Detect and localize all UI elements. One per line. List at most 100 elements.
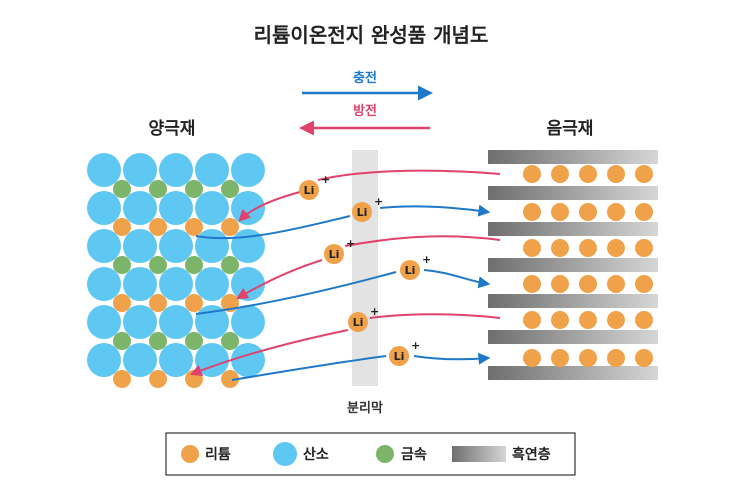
- intercalated-lithium-atom: [579, 275, 597, 293]
- lithium-ion-body: [299, 180, 319, 200]
- metal-atom: [185, 256, 203, 274]
- legend-box: [165, 432, 576, 476]
- lithium-ion-charge: +: [374, 195, 383, 208]
- lithium-ion-charge: +: [411, 339, 420, 352]
- graphite-layer: [488, 294, 658, 308]
- metal-atom: [149, 256, 167, 274]
- oxygen-atom: [87, 305, 121, 339]
- intercalated-lithium-atom: [607, 311, 625, 329]
- intercalated-lithium-atom: [607, 239, 625, 257]
- lithium-ion: Li+: [299, 173, 330, 200]
- intercalated-lithium-atom: [607, 275, 625, 293]
- charge-path: [423, 269, 491, 289]
- intercalated-lithium-atom: [635, 239, 653, 257]
- intercalated-lithium-atom: [607, 165, 625, 183]
- graphite-layer: [488, 222, 658, 236]
- metal-legend-swatch: [376, 445, 394, 463]
- oxygen-atom: [159, 191, 193, 225]
- lithium-atom: [221, 218, 239, 236]
- lithium-atom: [149, 218, 167, 236]
- metal-atom: [149, 180, 167, 198]
- oxygen-atom: [195, 343, 229, 377]
- intercalated-lithium-atom: [579, 239, 597, 257]
- oxygen-atom: [123, 343, 157, 377]
- lithium-ion-symbol: Li: [304, 184, 315, 197]
- intercalated-lithium-atom: [523, 165, 541, 183]
- intercalated-lithium-atom: [523, 239, 541, 257]
- discharge-label: 방전: [353, 103, 377, 119]
- lithium-atom: [221, 370, 239, 388]
- oxygen-atom: [231, 229, 265, 263]
- lithium-atom: [113, 370, 131, 388]
- discharge-path: [369, 313, 501, 319]
- metal-atom: [113, 256, 131, 274]
- anode-label: 음극재: [547, 119, 594, 139]
- intercalated-lithium-atom: [523, 203, 541, 221]
- lithium-ion-body: [400, 260, 420, 280]
- lithium-ion-body: [348, 312, 368, 332]
- lithium-atom: [113, 218, 131, 236]
- intercalated-lithium-atom: [635, 349, 653, 367]
- cathode-label: 양극재: [149, 119, 196, 139]
- lithium-ion-symbol: Li: [357, 206, 368, 219]
- metal-atom: [221, 332, 239, 350]
- graphite-layer: [488, 330, 658, 344]
- intercalated-lithium-atom: [551, 275, 569, 293]
- intercalated-lithium-atom: [579, 165, 597, 183]
- intercalated-lithium-atom: [635, 311, 653, 329]
- oxygen-legend-swatch: [273, 442, 297, 466]
- intercalated-lithium-atom: [635, 203, 653, 221]
- cathode-lattice: [87, 153, 265, 388]
- direction-indicator: 충전 방전: [299, 70, 433, 136]
- legend: 리튬 산소 금속 흑연층: [165, 432, 576, 476]
- intercalated-lithium-atom: [607, 203, 625, 221]
- lithium-atom: [113, 294, 131, 312]
- oxygen-atom: [123, 305, 157, 339]
- lithium-ion: Li +: [389, 339, 420, 366]
- metal-atom: [149, 332, 167, 350]
- intercalated-lithium-atom: [635, 275, 653, 293]
- metal-atom: [221, 256, 239, 274]
- intercalated-lithium-atom: [551, 349, 569, 367]
- oxygen-atom: [123, 153, 157, 187]
- intercalated-lithium-atom: [579, 311, 597, 329]
- lithium-atom: [185, 294, 203, 312]
- intercalated-lithium-atom: [607, 349, 625, 367]
- metal-atom: [185, 180, 203, 198]
- anode-graphite: [488, 150, 658, 380]
- metal-atom: [185, 332, 203, 350]
- intercalated-lithium-atom: [523, 311, 541, 329]
- oxygen-atom: [195, 191, 229, 225]
- graphite-legend-swatch: [452, 446, 506, 462]
- charge-path: [413, 352, 491, 365]
- graphite-layer: [488, 150, 658, 164]
- graphite-layer: [488, 258, 658, 272]
- oxygen-atom: [195, 153, 229, 187]
- graphite-layer: [488, 366, 658, 380]
- oxygen-atom: [87, 343, 121, 377]
- oxygen-atom: [231, 153, 265, 187]
- legend-label-graphite: 흑연층: [512, 446, 551, 463]
- lithium-atom: [149, 370, 167, 388]
- lithium-ion: Li +: [352, 195, 383, 222]
- lithium-atom: [185, 218, 203, 236]
- intercalated-lithium-atom: [579, 203, 597, 221]
- lithium-ion-symbol: Li: [394, 350, 405, 363]
- oxygen-atom: [231, 305, 265, 339]
- charge-path: [379, 204, 491, 217]
- separator-membrane: [352, 150, 378, 386]
- oxygen-atom: [231, 343, 265, 377]
- oxygen-atom: [123, 229, 157, 263]
- intercalated-lithium-atom: [579, 349, 597, 367]
- oxygen-atom: [87, 229, 121, 263]
- oxygen-atom: [231, 267, 265, 301]
- discharge-path: [344, 235, 501, 247]
- metal-atom: [113, 180, 131, 198]
- oxygen-atom: [87, 153, 121, 187]
- oxygen-atom: [87, 191, 121, 225]
- oxygen-atom: [159, 229, 193, 263]
- charge-path: [195, 271, 397, 315]
- intercalated-lithium-atom: [551, 239, 569, 257]
- lithium-ion-body: [352, 202, 372, 222]
